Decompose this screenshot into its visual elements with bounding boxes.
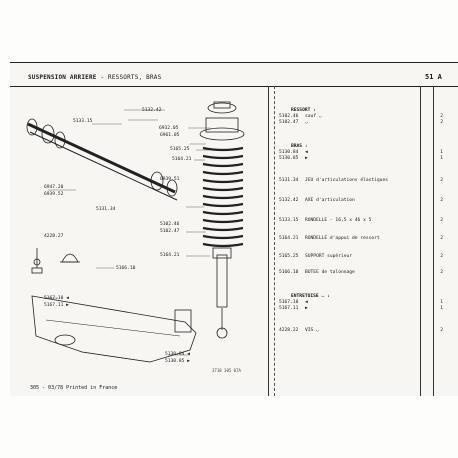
part-quantity: 2 — [440, 178, 443, 183]
part-quantity: 2 — [440, 236, 443, 241]
part-ref: 5102.47 — [279, 120, 299, 125]
leader-lines — [44, 109, 210, 356]
callout-5167-10: 5167.10 ◀ — [44, 296, 69, 301]
parts-group-heading: RESSORT : — [291, 108, 316, 113]
part-description: BUTEE de talonnage — [305, 270, 355, 275]
parts-row: 5130.84 ◀ 1 — [279, 150, 443, 155]
part-ref: 5165.25 — [279, 254, 299, 259]
callout-6947-20: 6947.20 — [44, 185, 64, 190]
callout-5164-21-bottom: 5164.21 — [160, 253, 180, 258]
page-title: SUSPENSION ARRIERE - RESSORTS, BRAS — [28, 74, 161, 81]
callout-5130-84: 5130.84 ◀ — [165, 352, 190, 357]
parts-row: 5102.46 sauf ◡ 2 — [279, 114, 443, 119]
exploded-diagram — [26, 101, 245, 363]
part-description: sauf ◡ — [305, 114, 322, 119]
part-ref: 4228.22 — [279, 328, 299, 333]
parts-group-heading: ENTRETOISE ◡ : — [291, 294, 330, 299]
callout-6961-05: 6961.05 — [160, 133, 180, 138]
axle-shaft — [26, 118, 178, 201]
part-description: ▶ — [305, 306, 308, 311]
parts-row: 5164.21 RONDELLE d'appui de ressort 2 — [279, 236, 443, 241]
part-ref: 5133.15 — [279, 218, 299, 223]
part-quantity: 1 — [440, 150, 443, 155]
part-quantity: 2 — [440, 328, 443, 333]
parts-row: 5166.10 BUTEE de talonnage 2 — [279, 270, 443, 275]
part-description: JEU d'articulations élastiques — [305, 178, 388, 183]
callout-6939-52: 6939.52 — [44, 192, 64, 197]
part-quantity: 2 — [440, 270, 443, 275]
part-description: ◀ — [305, 150, 308, 155]
part-description: RONDELLE d'appui de ressort — [305, 236, 380, 241]
callout-4228-27: 4228.27 — [44, 234, 64, 239]
part-quantity: 2 — [440, 120, 443, 125]
qty-divider-right — [433, 86, 434, 396]
coil-spring — [202, 146, 244, 248]
callout-5164-21-top: 5164.21 — [172, 157, 192, 162]
callout-5132-42: 5132.42 — [142, 108, 162, 113]
callout-5102-46: 5102.46 — [160, 222, 180, 227]
part-quantity: 2 — [440, 198, 443, 203]
parts-row: 5167.10 ◀ 1 — [279, 300, 443, 305]
callout-6932-05: 6932.05 — [159, 126, 179, 131]
column-divider-left — [268, 86, 269, 396]
part-quantity: 1 — [440, 300, 443, 305]
part-quantity: 1 — [440, 306, 443, 311]
part-ref: 5131.34 — [279, 178, 299, 183]
parts-row: 5131.34 JEU d'articulations élastiques 2 — [279, 178, 443, 183]
part-quantity: 1 — [440, 156, 443, 161]
title-main: SUSPENSION ARRIERE — [28, 74, 97, 81]
parts-group-heading: BRAS : — [291, 144, 308, 149]
callout-5167-11: 5167.11 ▶ — [44, 303, 69, 308]
part-ref: 5167.11 — [279, 306, 299, 311]
part-quantity: 2 — [440, 218, 443, 223]
callout-5102-47: 5102.47 — [160, 229, 180, 234]
callout-5166-10: 5166.10 — [116, 266, 136, 271]
title-subtitle: - RESSORTS, BRAS — [100, 74, 162, 81]
part-description: SUPPORT supérieur — [305, 254, 353, 259]
parts-row: 5133.15 RONDELLE - 16,5 x 46 x 5 2 — [279, 218, 443, 223]
parts-row: 5130.85 ▶ 1 — [279, 156, 443, 161]
callout-5165-25: 5165.25 — [170, 147, 190, 152]
callout-6939-51: 6939.51 — [160, 177, 180, 182]
shock-absorber — [212, 247, 232, 339]
part-description: RONDELLE - 16,5 x 46 x 5 — [305, 218, 372, 223]
callout-5133-15: 5133.15 — [73, 119, 93, 124]
parts-row: 5102.47 ◡ 2 — [279, 120, 443, 125]
parts-row: 5132.42 AXE d'articulation 2 — [279, 198, 443, 203]
parts-row: 5167.11 ▶ 1 — [279, 306, 443, 311]
header-top-rule — [10, 62, 458, 63]
part-description: ◡ — [305, 120, 308, 125]
part-ref: 5167.10 — [279, 300, 299, 305]
part-ref: 5166.10 — [279, 270, 299, 275]
header-bottom-rule — [10, 86, 458, 87]
trailing-arm — [31, 295, 197, 363]
spring-top-mount — [199, 101, 245, 141]
parts-row: 5165.25 SUPPORT supérieur 2 — [279, 254, 443, 259]
part-description: ▶ — [305, 156, 308, 161]
print-footer: 305 - 03/78 Printed in France — [30, 385, 118, 391]
part-quantity: 2 — [440, 254, 443, 259]
bolt — [31, 248, 43, 274]
qty-divider — [420, 86, 421, 396]
part-quantity: 2 — [440, 114, 443, 119]
bump-stop — [60, 253, 80, 263]
part-ref: 5130.85 — [279, 156, 299, 161]
column-divider-dotted — [274, 86, 275, 396]
part-ref: 5164.21 — [279, 236, 299, 241]
callout-5130-85: 5130.85 ▶ — [165, 359, 190, 364]
parts-row: 4228.22 VIS ◡ 2 — [279, 328, 443, 333]
part-description: VIS ◡ — [305, 328, 319, 333]
part-ref: 5130.84 — [279, 150, 299, 155]
part-ref: 5102.46 — [279, 114, 299, 119]
drawing-reference: 3718 305 07A — [212, 368, 241, 373]
callout-5131-34: 5131.34 — [96, 207, 116, 212]
part-ref: 5132.42 — [279, 198, 299, 203]
part-description: ◀ — [305, 300, 308, 305]
section-code: 51 A — [425, 73, 442, 81]
part-description: AXE d'articulation — [305, 198, 355, 203]
